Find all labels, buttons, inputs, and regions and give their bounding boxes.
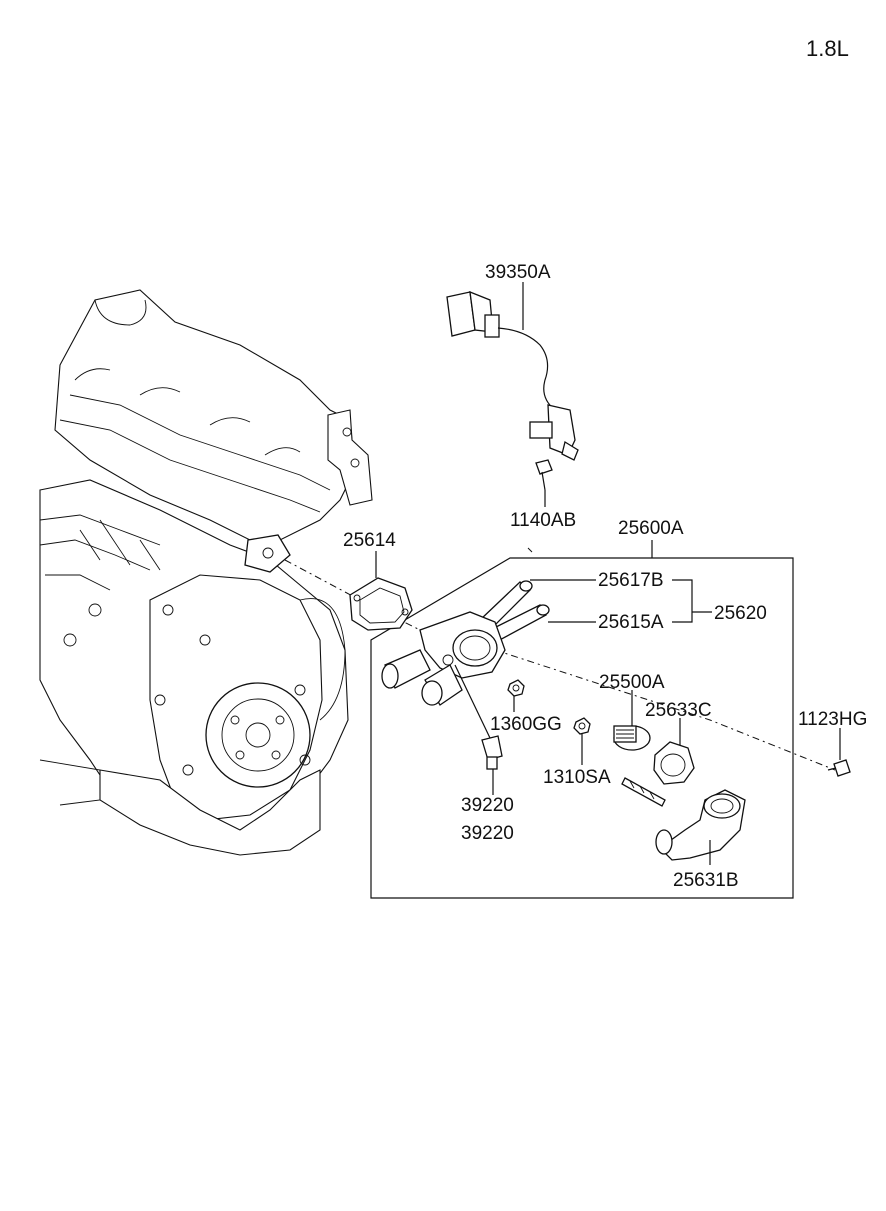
sensor-39350A-illustration	[446, 290, 579, 461]
engine-block-illustration	[39, 289, 373, 856]
bracket-25620	[672, 579, 712, 623]
label-39220-a: 39220	[461, 795, 514, 816]
label-1140AB: 1140AB	[510, 510, 576, 531]
gasket-25614-illustration	[349, 577, 413, 631]
label-1360GG: 1360GG	[490, 714, 562, 735]
thermostat-25500A-illustration	[613, 725, 651, 751]
label-25500A: 25500A	[599, 672, 665, 693]
sensor-39220-illustration	[481, 735, 503, 770]
label-25631B: 25631B	[673, 870, 739, 891]
stud-illustration	[621, 777, 666, 807]
pipe-25631B-illustration	[655, 789, 746, 861]
bolt-1123HG-illustration	[827, 759, 851, 777]
label-25600A: 25600A	[618, 518, 684, 539]
label-39350A: 39350A	[485, 262, 551, 283]
nut-1310SA-illustration	[573, 717, 591, 735]
label-25620: 25620	[714, 603, 767, 624]
label-1123HG: 1123HG	[798, 709, 867, 730]
label-1310SA: 1310SA	[543, 767, 611, 788]
label-25617B: 25617B	[598, 570, 664, 591]
gasket-25633C-illustration	[653, 741, 695, 785]
bolt-1140AB-illustration	[535, 459, 553, 491]
leader-39220-to-housing	[454, 664, 491, 739]
engine-variant-label: 1.8L	[806, 36, 849, 61]
water-outlet-housing-illustration	[381, 580, 550, 706]
nut-1360GG-illustration	[507, 679, 525, 697]
label-25614: 25614	[343, 530, 396, 551]
assembly-dashed-lines	[284, 547, 836, 771]
label-25633C: 25633C	[645, 700, 712, 721]
label-25615A: 25615A	[598, 612, 664, 633]
label-39220-b: 39220	[461, 823, 514, 844]
